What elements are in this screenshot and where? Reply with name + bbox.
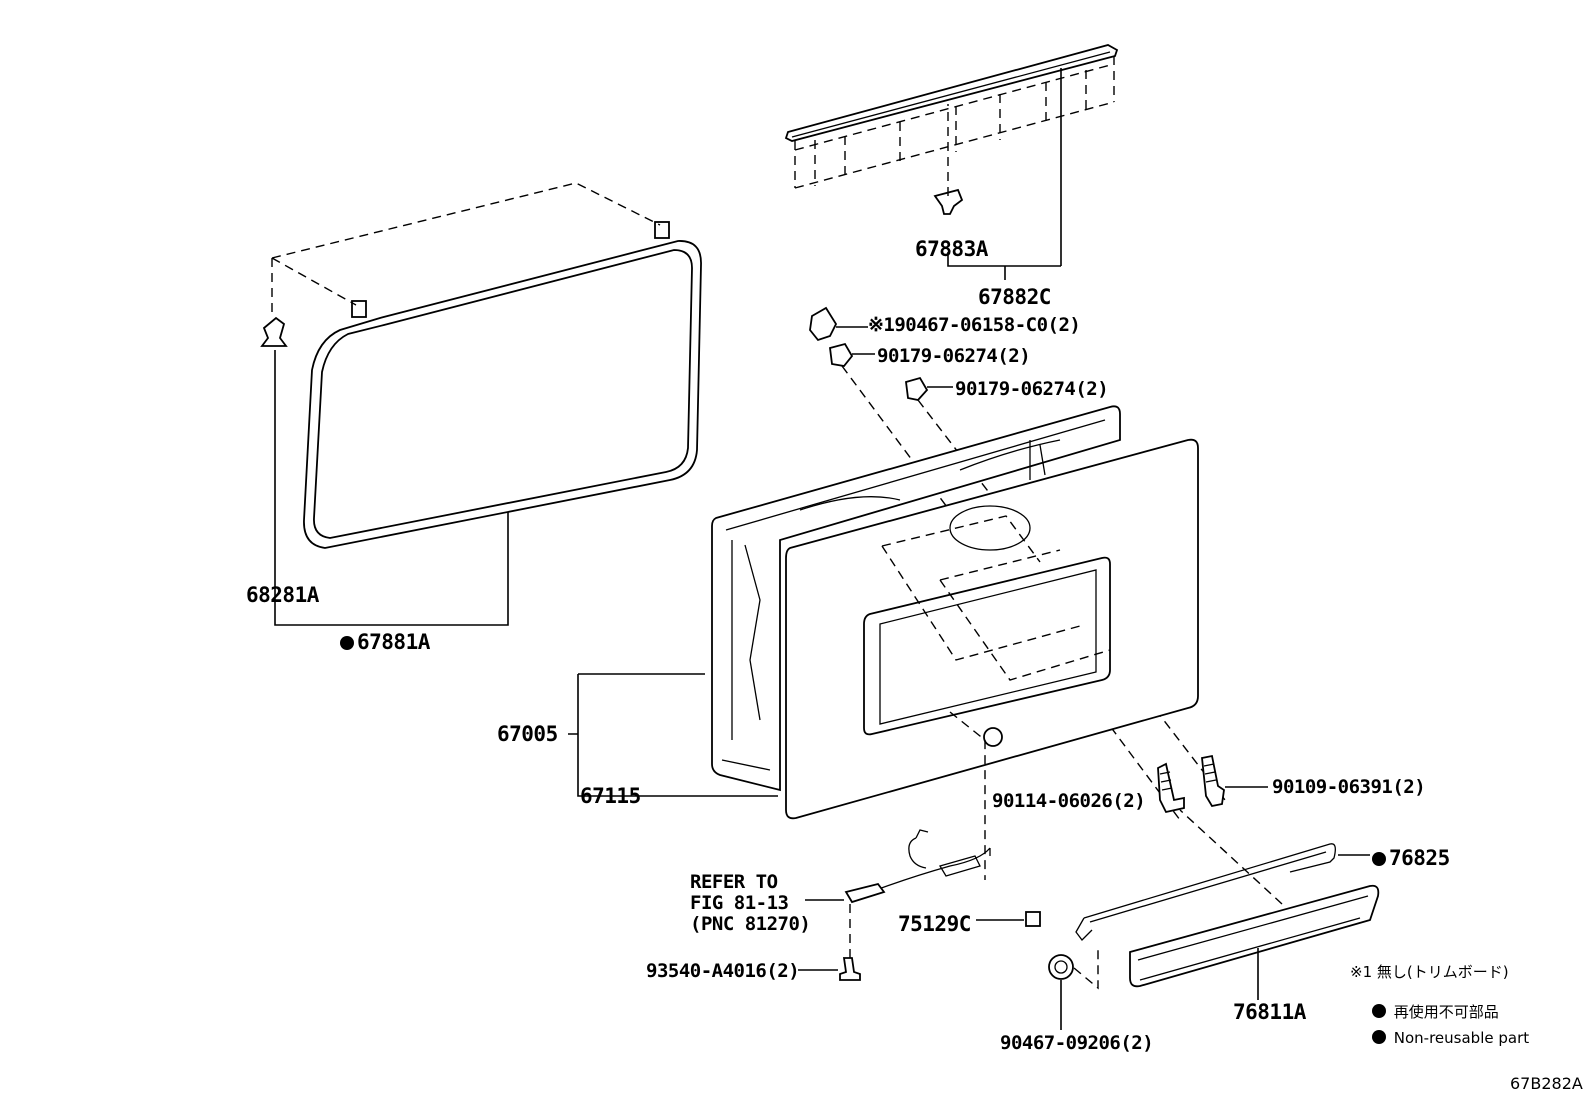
refer-line-1: REFER TO (690, 871, 778, 893)
bolt-90109 (1201, 754, 1268, 808)
screw-90114 (1157, 762, 1185, 814)
window-glass-frame (271, 182, 702, 549)
clip-67883a (933, 104, 964, 215)
legend-note-1: ※1 無し(トリムボード) (1350, 963, 1509, 981)
refer-line-2: FIG 81-13 (690, 892, 789, 914)
label-90179-b: 90179-06274(2) (955, 378, 1109, 400)
label-67881a-text: 67881A (357, 630, 430, 654)
label-90114: 90114-06026(2) (992, 790, 1146, 812)
label-90179-a: 90179-06274(2) (877, 345, 1031, 367)
bullet-dot-icon (1372, 1004, 1386, 1018)
rod-76825 (1075, 843, 1370, 941)
label-67883a: 67883A (915, 237, 988, 261)
figure-code: 67B282A (1510, 1074, 1583, 1093)
label-67881a: 67881A (340, 630, 430, 654)
label-90109: 90109-06391(2) (1272, 776, 1426, 798)
label-93540: 93540-A4016(2) (646, 960, 800, 982)
nut-90179-b (905, 376, 953, 401)
clip-75129c (976, 911, 1041, 927)
screw-93540 (798, 957, 861, 981)
nut-90467-09206 (1048, 950, 1099, 1030)
label-76811a: 76811A (1233, 1000, 1306, 1024)
back-door-moulding (784, 44, 1119, 189)
legend-en: Non-reusable part (1372, 1028, 1529, 1048)
legend-jp-text: 再使用不可部品 (1393, 1003, 1499, 1021)
bullet-dot-icon (1372, 1030, 1386, 1044)
back-door-panel (711, 405, 1199, 820)
legend-en-text: Non-reusable part (1393, 1029, 1530, 1047)
clip-68281a (260, 316, 288, 347)
label-67005: 67005 (497, 722, 558, 746)
bullet-dot-icon (1372, 852, 1386, 866)
label-76825-text: 76825 (1389, 846, 1450, 870)
wire-harness (805, 829, 991, 958)
garnish-76811a (1129, 884, 1380, 1000)
label-75129c: 75129C (898, 912, 971, 936)
label-90467-06158: ※190467-06158-C0(2) (868, 314, 1081, 336)
nut-90467-06158 (809, 306, 868, 342)
label-67115: 67115 (580, 784, 641, 808)
label-67882c: 67882C (978, 285, 1051, 309)
label-90467-09206: 90467-09206(2) (1000, 1032, 1154, 1054)
label-76825: 76825 (1372, 846, 1450, 870)
nut-90179-a (829, 342, 875, 367)
bullet-dot-icon (340, 636, 354, 650)
legend-jp: 再使用不可部品 (1372, 1002, 1499, 1022)
label-68281a: 68281A (246, 583, 319, 607)
refer-line-3: (PNC 81270) (690, 913, 811, 935)
